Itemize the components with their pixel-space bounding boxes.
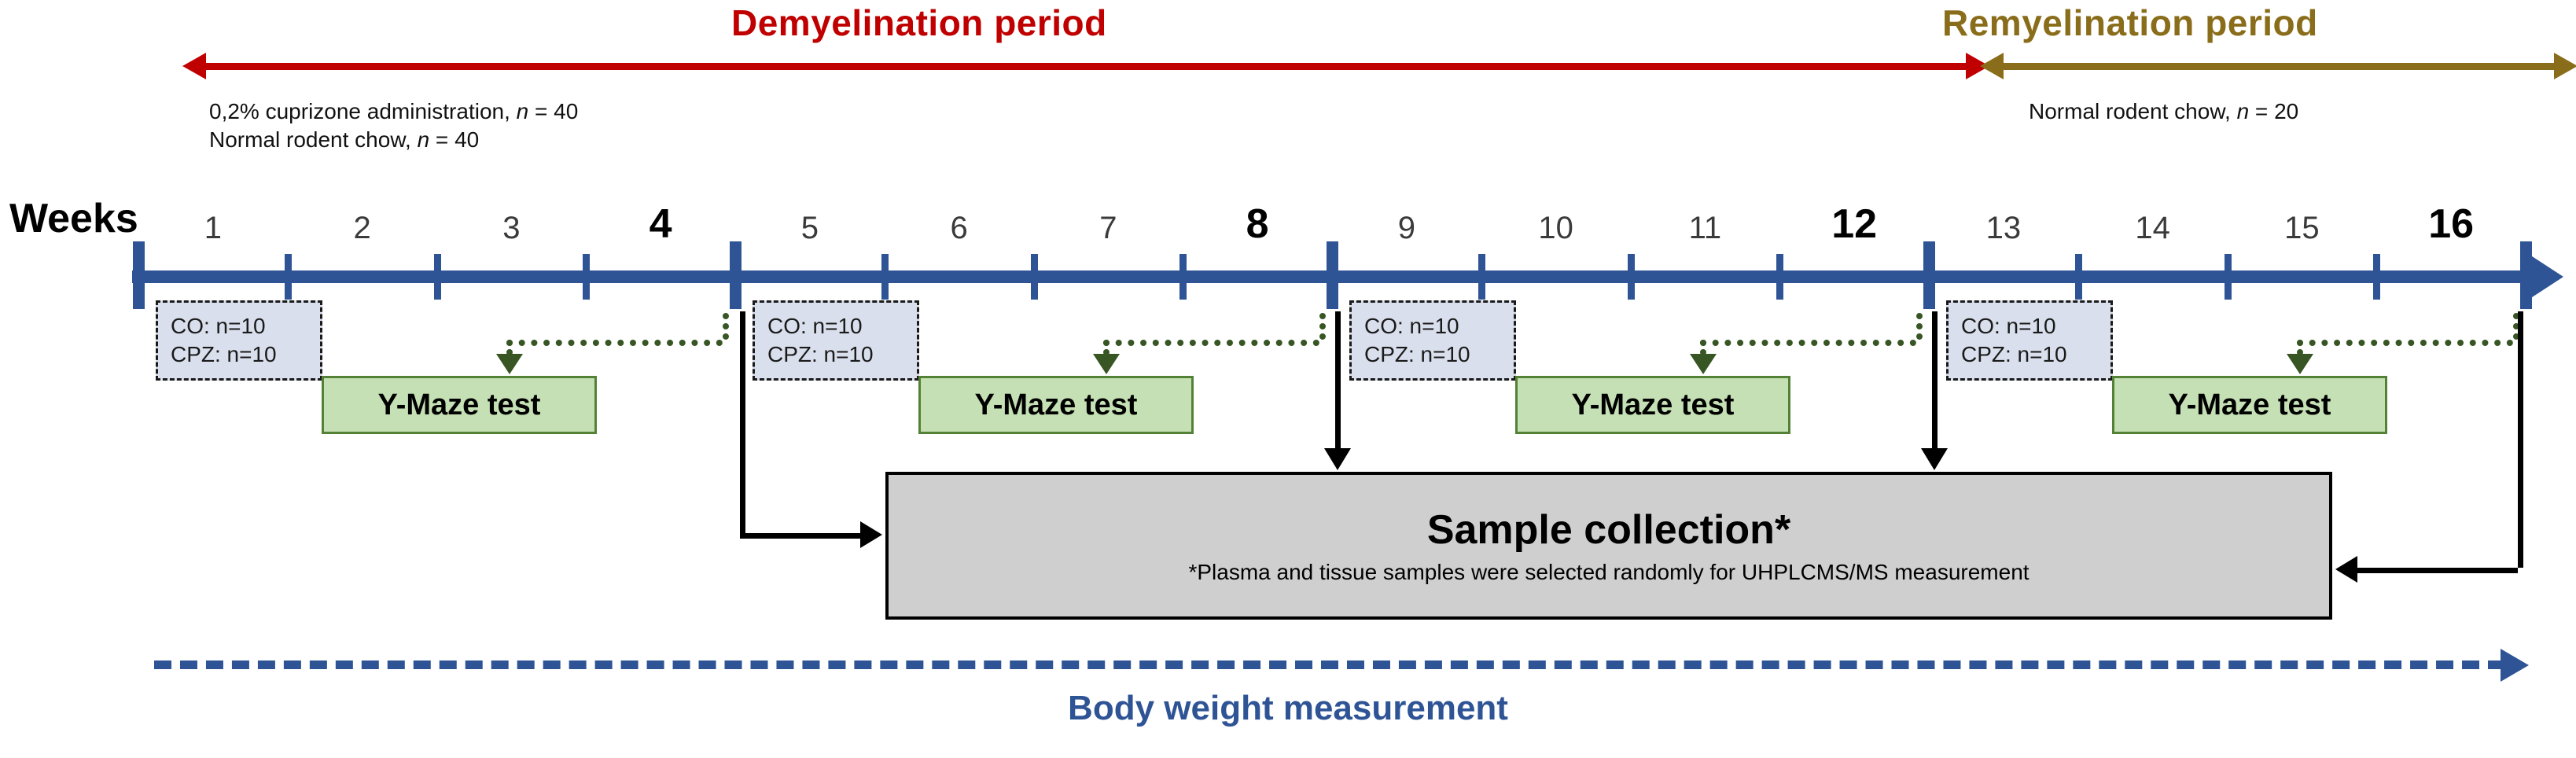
week-number-15: 15 — [2284, 211, 2320, 245]
axis-tick-week-15 — [2373, 254, 2381, 300]
week-number-1: 1 — [204, 211, 222, 245]
axis-tick-week-6 — [1030, 254, 1038, 300]
week-number-8: 8 — [1246, 201, 1269, 247]
ymaze-connector-arrowhead-week-12 — [1689, 354, 1717, 374]
demyelination-note: 0,2% cuprizone administration, n = 40 No… — [209, 98, 578, 155]
axis-tick-week-9 — [1478, 254, 1485, 300]
group-box-co: CO: n=10 — [1364, 314, 1459, 339]
demyelination-note-line2: Normal rodent chow, n = 40 — [209, 127, 480, 153]
remyelination-period-label: Remyelination period — [1942, 2, 2318, 43]
ymaze-test-box-week-16: Y-Maze test — [2111, 376, 2387, 434]
week-number-10: 10 — [1538, 211, 1573, 245]
ymaze-connector-vertical-b-week-16 — [2296, 340, 2303, 355]
body-weight-dashed-line — [154, 660, 2505, 669]
group-box-co: CO: n=10 — [1961, 314, 2056, 339]
demyelination-arrow-left-head — [182, 53, 206, 79]
axis-tick-week-14 — [2224, 254, 2232, 300]
ymaze-connector-vertical-a-week-8 — [1319, 313, 1326, 340]
week-number-7: 7 — [1099, 211, 1117, 245]
sample-connector-week-8-arrowhead — [1324, 448, 1351, 470]
sample-connector-week-12-vertical — [1932, 311, 1938, 450]
remyelination-note-line1: Normal rodent chow, n = 20 — [2029, 99, 2299, 123]
axis-tick-week-2 — [433, 254, 441, 300]
body-weight-label: Body weight measurement — [1068, 689, 1508, 727]
ymaze-connector-vertical-a-week-4 — [723, 313, 729, 340]
sample-connector-week-8-vertical — [1335, 311, 1341, 450]
remyelination-arrow-right-head — [2554, 53, 2576, 79]
demyelination-note-line1: 0,2% cuprizone administration, n = 40 — [209, 99, 579, 123]
axis-tick-week-8 — [1327, 241, 1338, 309]
ymaze-connector-arrowhead-week-4 — [495, 354, 523, 374]
axis-tick-week-1 — [284, 254, 292, 300]
group-box-cpz: CPZ: n=10 — [1364, 342, 1470, 366]
body-weight-arrowhead — [2501, 649, 2529, 682]
remyelination-note: Normal rodent chow, n = 20 — [2029, 98, 2298, 126]
axis-tick-week-10 — [1627, 254, 1635, 300]
ymaze-connector-arrowhead-week-8 — [1092, 354, 1120, 374]
group-box-co: CO: n=10 — [767, 314, 863, 339]
week-number-12: 12 — [1831, 201, 1878, 247]
sample-collection-subtitle: *Plasma and tissue samples were selected… — [1188, 560, 2030, 584]
sample-collection-title: Sample collection* — [1426, 507, 1791, 553]
ymaze-connector-vertical-b-week-4 — [506, 340, 513, 355]
sample-connector-week-16-horizontal — [2356, 568, 2518, 573]
week-number-11: 11 — [1688, 211, 1722, 245]
remyelination-arrow-line — [2004, 63, 2554, 70]
week-number-9: 9 — [1397, 211, 1415, 245]
ymaze-connector-vertical-a-week-16 — [2513, 313, 2519, 340]
week-number-4: 4 — [649, 201, 672, 247]
sample-connector-week-4-horizontal — [740, 533, 862, 539]
week-number-3: 3 — [502, 211, 521, 245]
week-number-13: 13 — [1985, 211, 2022, 245]
axis-tick-week-5 — [881, 254, 889, 300]
timeline-axis-arrowhead — [2527, 253, 2563, 300]
axis-tick-week-13 — [2074, 254, 2082, 300]
ymaze-connector-vertical-a-week-12 — [1916, 313, 1923, 340]
demyelination-period-label: Demyelination period — [731, 2, 1107, 43]
axis-tick-week-12 — [1923, 241, 1935, 309]
group-box-cpz: CPZ: n=10 — [1961, 342, 2067, 366]
axis-tick-week-11 — [1776, 254, 1784, 300]
remyelination-arrow-left-head — [1980, 53, 2004, 79]
ymaze-connector-horizontal-week-12 — [1699, 340, 1916, 346]
group-box-cpz: CPZ: n=10 — [171, 342, 277, 366]
ymaze-connector-vertical-b-week-12 — [1699, 340, 1706, 355]
axis-tick-week-4 — [730, 241, 742, 309]
axis-tick-week-3 — [583, 254, 591, 300]
axis-tick-week-0 — [133, 241, 145, 309]
group-box-cpz: CPZ: n=10 — [767, 342, 874, 366]
ymaze-connector-horizontal-week-16 — [2296, 340, 2513, 346]
sample-connector-week-16-vertical — [2518, 311, 2523, 568]
sample-connector-week-16-arrowhead — [2335, 556, 2357, 583]
ymaze-test-box-week-8: Y-Maze test — [918, 376, 1194, 434]
group-box-co: CO: n=10 — [171, 314, 266, 339]
week-number-14: 14 — [2135, 211, 2170, 245]
demyelination-arrow-line — [206, 63, 1966, 70]
ymaze-connector-horizontal-week-8 — [1102, 340, 1319, 346]
week-number-6: 6 — [950, 211, 968, 245]
week-number-2: 2 — [353, 211, 371, 245]
sample-collection-box: Sample collection* *Plasma and tissue sa… — [885, 472, 2332, 620]
ymaze-test-box-week-12: Y-Maze test — [1514, 376, 1790, 434]
axis-tick-week-7 — [1179, 254, 1187, 300]
axis-tick-week-16 — [2520, 241, 2532, 309]
sample-connector-week-4-vertical — [740, 311, 745, 533]
week-number-16: 16 — [2428, 201, 2475, 247]
week-number-5: 5 — [800, 211, 819, 245]
sample-connector-week-4-arrowhead — [860, 521, 882, 548]
ymaze-test-box-week-4: Y-Maze test — [321, 376, 597, 434]
sample-connector-week-12-arrowhead — [1921, 448, 1948, 470]
weeks-axis-title: Weeks — [9, 196, 138, 241]
ymaze-connector-horizontal-week-4 — [506, 340, 723, 346]
ymaze-connector-vertical-b-week-8 — [1102, 340, 1110, 355]
ymaze-connector-arrowhead-week-16 — [2286, 354, 2313, 374]
